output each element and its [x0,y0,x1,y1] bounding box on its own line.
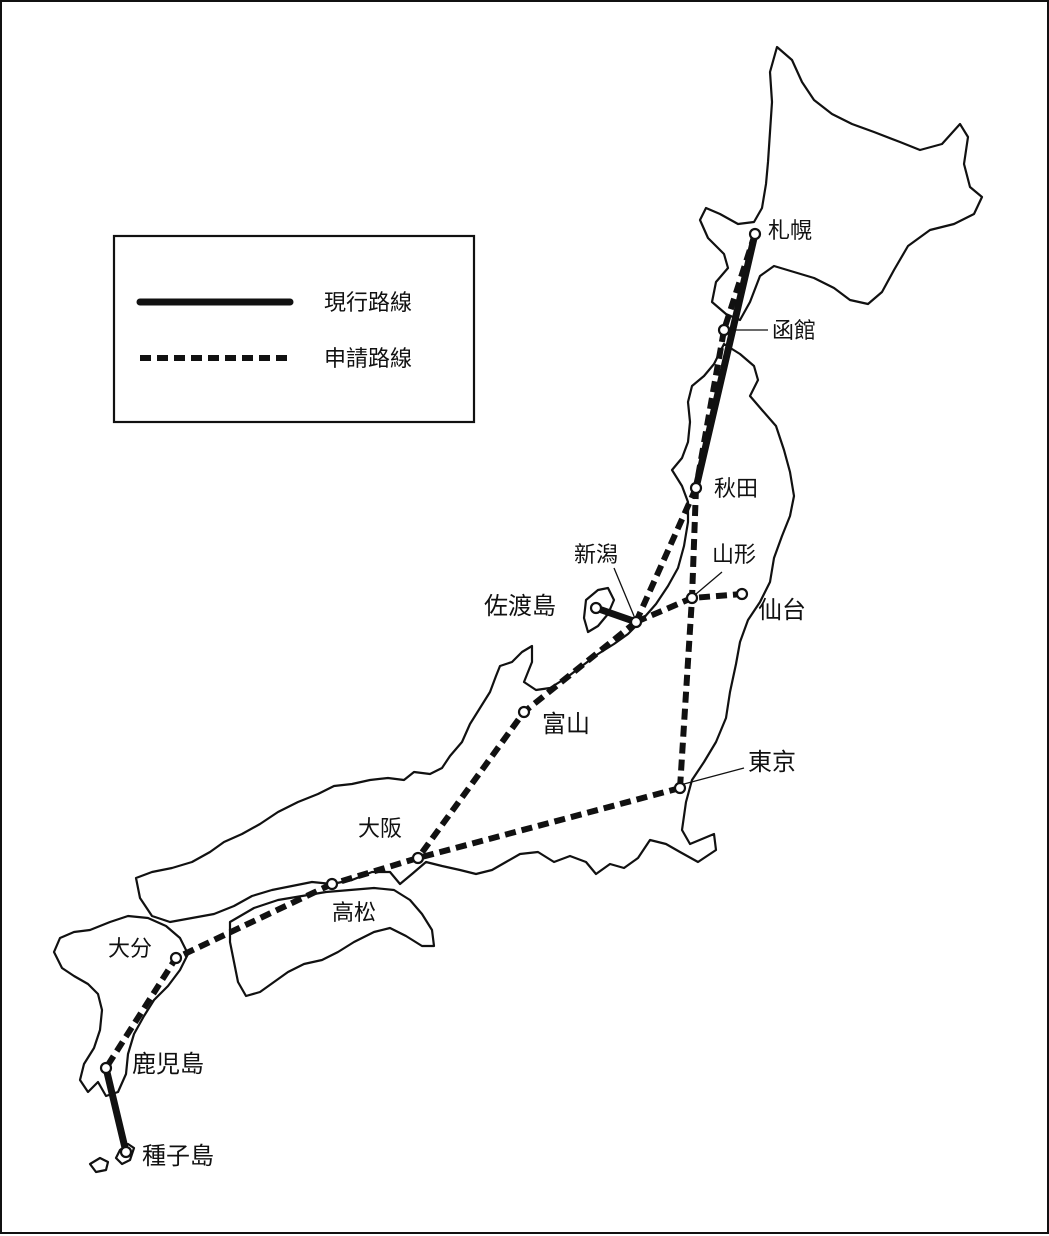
hokkaido-island [698,45,984,322]
route-planned-tokyo-osaka-takamatsu [331,785,681,887]
station-akita [689,481,703,495]
label-takamatsu: 高松 [332,901,376,926]
station-kagoshima [99,1061,113,1075]
station-takamatsu [325,877,339,891]
label-akita: 秋田 [714,477,758,502]
station-tokyo [673,781,687,795]
label-toyama: 富山 [542,710,590,738]
route-planned-sapporo-hakodate-akita [693,233,758,489]
station-sado [589,601,603,615]
label-osaka: 大阪 [358,817,402,842]
label-niigata: 新潟 [574,543,618,568]
station-sendai [735,587,749,601]
route-current-sapporo-akita [692,230,759,492]
leader-yamagata [695,571,723,595]
label-sado: 佐渡島 [484,592,556,620]
label-yamagata: 山形 [712,543,756,568]
honshu-island [134,342,796,924]
route-current-kagoshima-tanegashima [102,1064,130,1156]
leader-niigata [613,567,635,617]
label-oita: 大分 [108,937,152,962]
legend-box [112,234,476,424]
label-hakodate: 函館 [772,319,816,344]
label-tokyo: 東京 [748,748,796,776]
label-sapporo: 札幌 [768,219,812,244]
shikoku-island [228,886,436,998]
station-osaka [411,851,425,865]
label-sendai: 仙台 [758,596,806,624]
station-niigata [629,615,643,629]
station-sapporo [748,227,762,241]
label-kagoshima: 鹿児島 [132,1050,204,1078]
legend: 現行路線 申請路線 [112,234,476,424]
station-oita [169,951,183,965]
route-planned-akita-niigata [633,486,699,624]
leader-tokyo [683,767,745,785]
islet [88,1156,110,1174]
station-hakodate [717,323,731,337]
station-toyama [517,705,531,719]
legend-planned-label: 申請路線 [324,347,412,372]
legend-current-label: 現行路線 [324,291,412,316]
station-tanegashima [119,1145,133,1159]
route-current-sado-niigata [592,604,640,626]
label-tanegashima: 種子島 [142,1142,214,1170]
station-yamagata [685,591,699,605]
